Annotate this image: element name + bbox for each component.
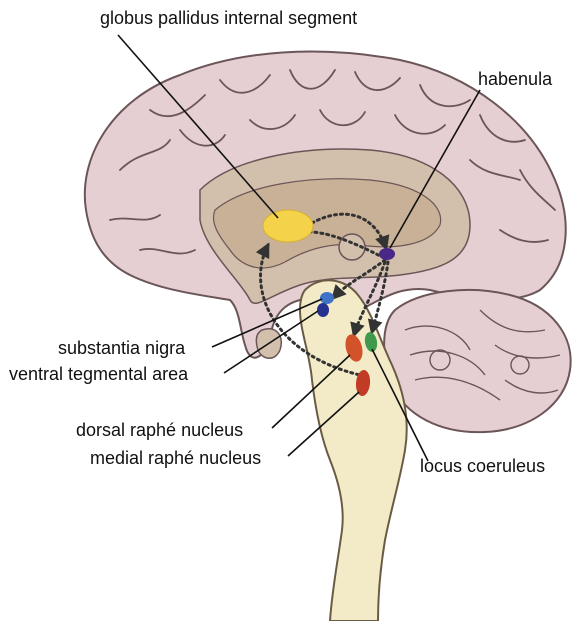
- label-medial-raphe: medial raphé nucleus: [90, 449, 261, 467]
- label-habenula: habenula: [478, 70, 552, 88]
- cerebellum: [384, 290, 571, 432]
- label-ventral-tegmental-area: ventral tegmental area: [9, 365, 188, 383]
- habenula-nucleus: [379, 248, 395, 260]
- substantia-nigra-nucleus: [320, 292, 334, 304]
- globus-pallidus-nucleus: [263, 210, 313, 242]
- label-locus-coeruleus: locus coeruleus: [420, 457, 545, 475]
- label-substantia-nigra: substantia nigra: [58, 339, 185, 357]
- vta-nucleus: [317, 303, 329, 317]
- label-dorsal-raphe: dorsal raphé nucleus: [76, 421, 243, 439]
- label-globus-pallidus: globus pallidus internal segment: [100, 9, 357, 27]
